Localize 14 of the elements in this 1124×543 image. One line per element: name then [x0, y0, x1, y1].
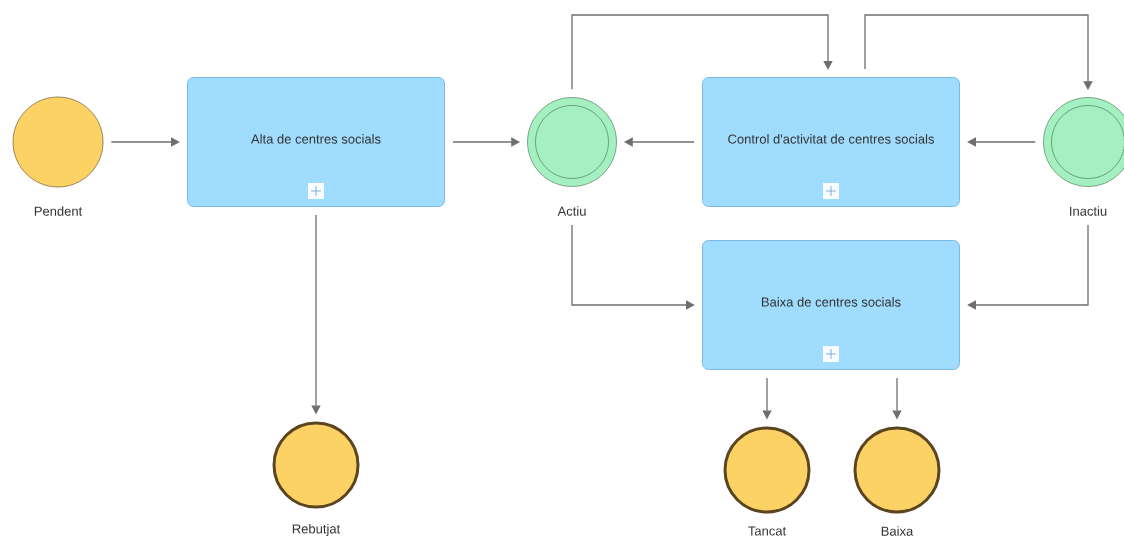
- arrow: [571, 14, 833, 90]
- event-label: Inactiu: [1070, 206, 1107, 216]
- subprocess-box: Baixa de centres socials: [702, 240, 960, 370]
- event-label: Rebutjat: [292, 523, 341, 537]
- event-label: Pendent: [34, 206, 83, 216]
- event-label: Baixa: [881, 526, 914, 536]
- arrow: [110, 137, 180, 147]
- subprocess-box: Alta de centres socials: [187, 77, 445, 207]
- event-label: Actiu: [557, 206, 586, 216]
- arrow: [571, 224, 695, 310]
- event-label: Tancat: [748, 526, 787, 536]
- arrow: [967, 224, 1089, 310]
- arrow: [967, 137, 1036, 147]
- subprocess-box: Control d'activitat de centres socials: [702, 77, 960, 207]
